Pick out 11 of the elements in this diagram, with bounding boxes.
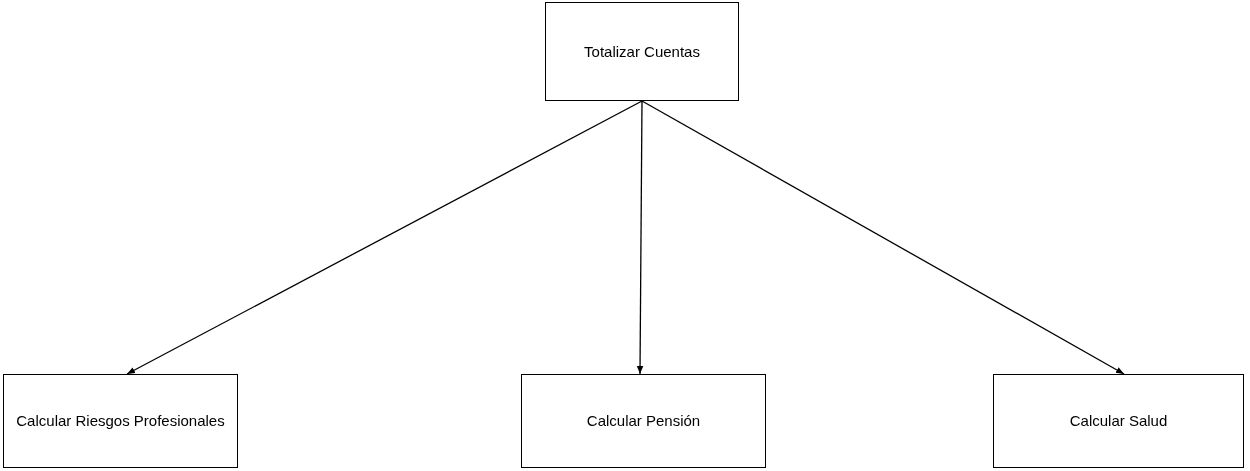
box-label: Calcular Salud [1068, 411, 1169, 431]
process-box [993, 374, 1244, 468]
arrow [641, 100, 1125, 375]
box-label: Totalizar Cuentas [583, 41, 701, 62]
box-label: Calcular Pensión [585, 411, 702, 431]
process-box [3, 374, 238, 468]
arrow [636, 100, 644, 375]
arrow [126, 100, 643, 375]
box-label: Calcular Riesgos Profesionales [15, 411, 226, 431]
process-box [545, 2, 739, 101]
process-box [521, 374, 766, 468]
